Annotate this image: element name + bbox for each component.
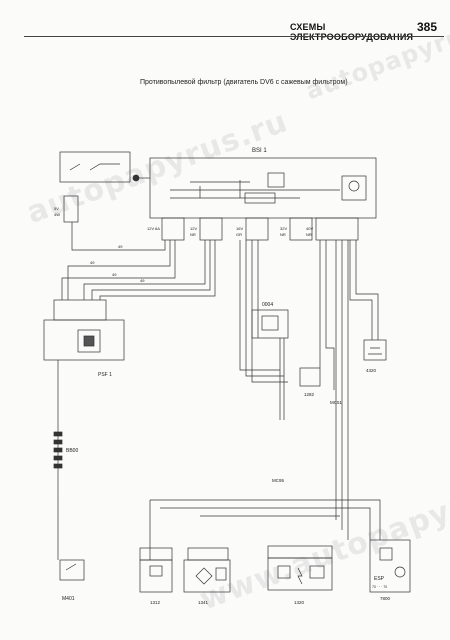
bb00-label: BB00 — [66, 448, 78, 454]
c0004-inner — [261, 315, 279, 331]
psf-inner — [77, 329, 101, 353]
bsi-module-icon — [348, 180, 360, 192]
c7800-label: 7800 — [380, 596, 391, 601]
m401-box — [59, 559, 85, 581]
conn-label-8: GR — [236, 232, 242, 237]
c1282-label: 1282 — [304, 392, 315, 397]
conn-label-11: 40V — [306, 226, 313, 231]
conn-label-5: 12V — [190, 226, 197, 231]
c0004-label: 0004 — [262, 302, 273, 308]
bsi-connector-3 — [245, 217, 269, 241]
bsi-module — [341, 175, 367, 201]
c1320-inner-1 — [277, 565, 291, 579]
bsi-connector-4 — [289, 217, 313, 241]
psf-label: PSF 1 — [98, 372, 112, 378]
bsi-relay — [267, 172, 285, 188]
conn-label-4: 4W — [54, 212, 60, 217]
c4320-label: 4320 — [366, 368, 377, 373]
bb00-cells — [53, 431, 63, 469]
conn-label-12: NR — [306, 232, 312, 237]
esp-label: ESP — [374, 576, 385, 582]
mc95-label: MC95 — [272, 478, 285, 483]
conn-label-10: NR — [280, 232, 286, 237]
c1341-connector — [187, 547, 229, 561]
section-title: СХЕМЫ ЭЛЕКТРООБОРУДОВАНИЯ — [290, 22, 414, 42]
header-rule — [24, 36, 444, 37]
c4320-wires — [349, 240, 379, 340]
conn-label-2: 6A — [155, 226, 160, 231]
right-trunk-wires — [335, 240, 349, 540]
wire-label-1: 49 — [118, 244, 123, 249]
bsi-connector-5 — [315, 217, 359, 241]
conn-label-3: 5V — [54, 206, 59, 211]
c1320-box — [267, 557, 333, 591]
wire-label-2: 49 — [90, 260, 95, 265]
c1320-inner-2 — [309, 565, 325, 579]
psf-chip — [83, 335, 95, 347]
bsi-internal-lines — [170, 180, 340, 199]
wire-label-4: 49 — [140, 278, 145, 283]
m401-label: M401 — [62, 596, 75, 602]
c1312-connector — [139, 547, 173, 561]
c1282-box — [299, 367, 321, 387]
bsi-connector-2 — [199, 217, 223, 241]
esp-range: 70 · · · 70 — [372, 585, 387, 589]
wire-bus-left — [61, 222, 216, 300]
page-number: 385 — [417, 20, 438, 34]
c1312-label: 1312 — [150, 600, 161, 605]
bsi-label: BSI 1 — [252, 148, 267, 154]
c1320-connector — [267, 545, 333, 559]
c1341-p-box — [215, 567, 227, 581]
c0004-box — [251, 309, 289, 339]
c1320-lightning — [297, 567, 303, 585]
conn-label-6: NR — [190, 232, 196, 237]
diagram-title: Противопылевой фильтр (двигатель DV6 с с… — [140, 79, 348, 86]
c1341-box — [183, 559, 231, 593]
c1312-inner — [149, 565, 163, 577]
wire-label-3: 49 — [112, 272, 117, 277]
esp-inner — [379, 547, 393, 561]
esp-gauge — [394, 566, 406, 578]
c1320-label: 1320 — [294, 600, 305, 605]
esp-box — [369, 539, 411, 593]
c0004-wires — [239, 240, 288, 383]
page-header: СХЕМЫ ЭЛЕКТРООБОРУДОВАНИЯ 385 — [0, 0, 450, 42]
conn-label-1: 12V — [147, 226, 154, 231]
bottom-bus — [149, 499, 381, 560]
switch-box — [59, 151, 131, 183]
conn-label-9: 32V — [280, 226, 287, 231]
m401-wires — [57, 500, 77, 571]
bsi-fuse — [244, 192, 276, 204]
c1282-wires — [319, 240, 335, 390]
c1341-diamond — [195, 567, 213, 585]
switch-contact — [69, 163, 120, 171]
c4320-symbol — [368, 347, 382, 355]
psf-connector — [53, 299, 107, 321]
bsi-connector-1 — [161, 217, 185, 241]
conn-label-7: 16V — [236, 226, 243, 231]
c1341-label: 1341 — [198, 600, 209, 605]
switch-connector — [63, 195, 79, 223]
mc95-wires — [279, 338, 285, 420]
c4320-box — [363, 339, 387, 361]
